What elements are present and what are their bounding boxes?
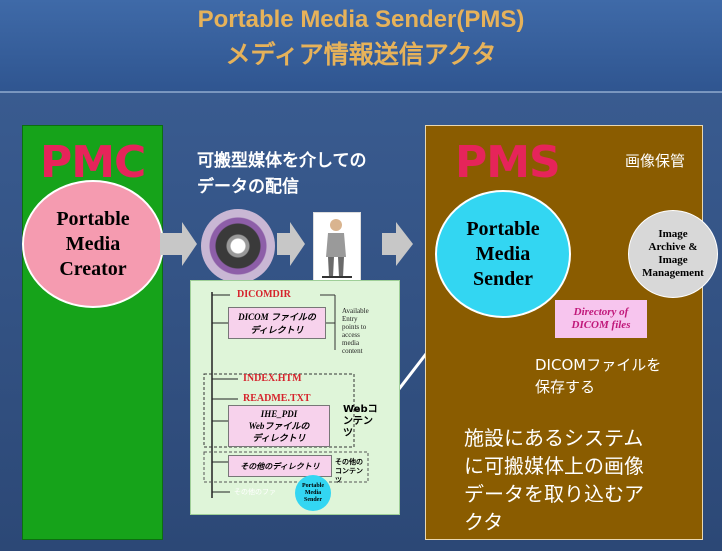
pms-label: PMS bbox=[455, 137, 561, 188]
title-band bbox=[0, 0, 722, 92]
dicom-directory-box: DICOM ファイルの ディレクトリ bbox=[228, 307, 326, 339]
entry-note-line-4: access bbox=[342, 331, 360, 339]
other-files-label: その他のファ bbox=[234, 488, 276, 496]
distribution-caption-line-2: データの配信 bbox=[197, 177, 299, 197]
dir-note-line-1: Directory of bbox=[573, 306, 629, 318]
pmc-circle-line-2: Media bbox=[65, 232, 121, 255]
portable-media-creator-circle: Portable Media Creator bbox=[22, 180, 164, 308]
ihe-line-3: ディレクトリ bbox=[252, 433, 306, 443]
entry-note-line-1: Available bbox=[342, 307, 369, 315]
desc-line-2: に可搬媒体上の画像 bbox=[464, 454, 644, 478]
desc-line-3: データを取り込むア bbox=[464, 482, 644, 506]
other-content-line-1: その他の bbox=[335, 458, 363, 466]
dicom-dir-line-1: DICOM ファイルの bbox=[238, 312, 316, 322]
directory-tree-lines bbox=[203, 292, 369, 498]
gray-arrow-1 bbox=[160, 222, 197, 266]
portable-media-sender-circle: Portable Media Sender bbox=[435, 190, 571, 318]
index-htm-file: INDEX.HTM bbox=[243, 373, 302, 384]
entry-points-note: Available Entry points to access media c… bbox=[342, 307, 390, 355]
pms-bubble-line-2: Media bbox=[304, 489, 322, 496]
web-content-line-3: ツ bbox=[343, 428, 353, 439]
save-dicom-caption: DICOMファイルを 保存する bbox=[535, 354, 661, 398]
entry-note-line-3: points to bbox=[342, 323, 367, 331]
other-content-line-2: コンテン bbox=[335, 467, 363, 475]
web-content-line-1: Webコ bbox=[343, 404, 378, 415]
gray-arrow-3 bbox=[382, 222, 413, 266]
entry-note-line-6: content bbox=[342, 347, 363, 355]
web-content-line-2: ンテン bbox=[343, 416, 373, 427]
other-directory-box: その他のディレクトリ bbox=[228, 455, 332, 477]
pms-circle-line-2: Media bbox=[475, 242, 531, 265]
pms-circle-line-3: Sender bbox=[473, 267, 533, 290]
slide-subtitle: メディア情報送信アクタ bbox=[225, 41, 497, 69]
web-content-label: Webコ ンテン ツ bbox=[343, 404, 378, 440]
image-archive-circle: Image Archive & Image Management bbox=[628, 210, 718, 298]
dicomdir-file: DICOMDIR bbox=[237, 289, 291, 300]
dicom-directory-note: Directory of DICOM files bbox=[555, 300, 647, 338]
slide-title: Portable Media Sender(PMS) bbox=[197, 6, 525, 33]
distribution-caption: 可搬型媒体を介しての データの配信 bbox=[197, 148, 367, 200]
pmc-circle-line-3: Creator bbox=[59, 257, 127, 280]
save-line-1: DICOMファイルを bbox=[535, 356, 662, 374]
gray-arrow-2 bbox=[277, 222, 305, 266]
other-content-line-3: ツ bbox=[335, 476, 342, 484]
pms-description: 施設にあるシステム に可搬媒体上の画像 データを取り込むア クタ bbox=[464, 424, 644, 536]
entry-note-line-2: Entry bbox=[342, 315, 358, 323]
title-divider bbox=[0, 91, 722, 93]
dir-note-line-2: DICOM files bbox=[571, 319, 631, 331]
other-content-label: その他の コンテン ツ bbox=[335, 458, 363, 485]
distribution-caption-line-1: 可搬型媒体を介しての bbox=[197, 151, 367, 171]
archive-line-2: Archive & bbox=[648, 241, 698, 253]
desc-line-4: クタ bbox=[464, 510, 504, 534]
pmc-label: PMC bbox=[40, 137, 146, 188]
pms-bubble: Portable Media Sender bbox=[295, 475, 331, 511]
image-storage-caption: 画像保管 bbox=[625, 152, 686, 170]
ihe-line-1: IHE_PDI bbox=[260, 409, 298, 419]
pmc-circle-line-1: Portable bbox=[56, 207, 130, 230]
archive-line-1: Image bbox=[658, 228, 688, 240]
pms-bubble-line-3: Sender bbox=[304, 496, 322, 503]
pms-circle-line-1: Portable bbox=[466, 217, 540, 240]
entry-note-line-5: media bbox=[342, 339, 360, 347]
ihe-pdi-directory-box: IHE_PDI Webファイルの ディレクトリ bbox=[228, 405, 330, 447]
readme-txt-file: README.TXT bbox=[243, 393, 311, 404]
person-icon bbox=[313, 212, 361, 282]
cd-disc-icon bbox=[201, 209, 275, 283]
desc-line-1: 施設にあるシステム bbox=[464, 426, 644, 450]
pms-bubble-line-1: Portable bbox=[302, 482, 324, 489]
ihe-line-2: Webファイルの bbox=[248, 421, 310, 431]
dicom-dir-line-2: ディレクトリ bbox=[250, 325, 304, 335]
archive-line-3: Image bbox=[658, 254, 688, 266]
archive-line-4: Management bbox=[642, 267, 704, 279]
save-line-2: 保存する bbox=[535, 378, 596, 396]
